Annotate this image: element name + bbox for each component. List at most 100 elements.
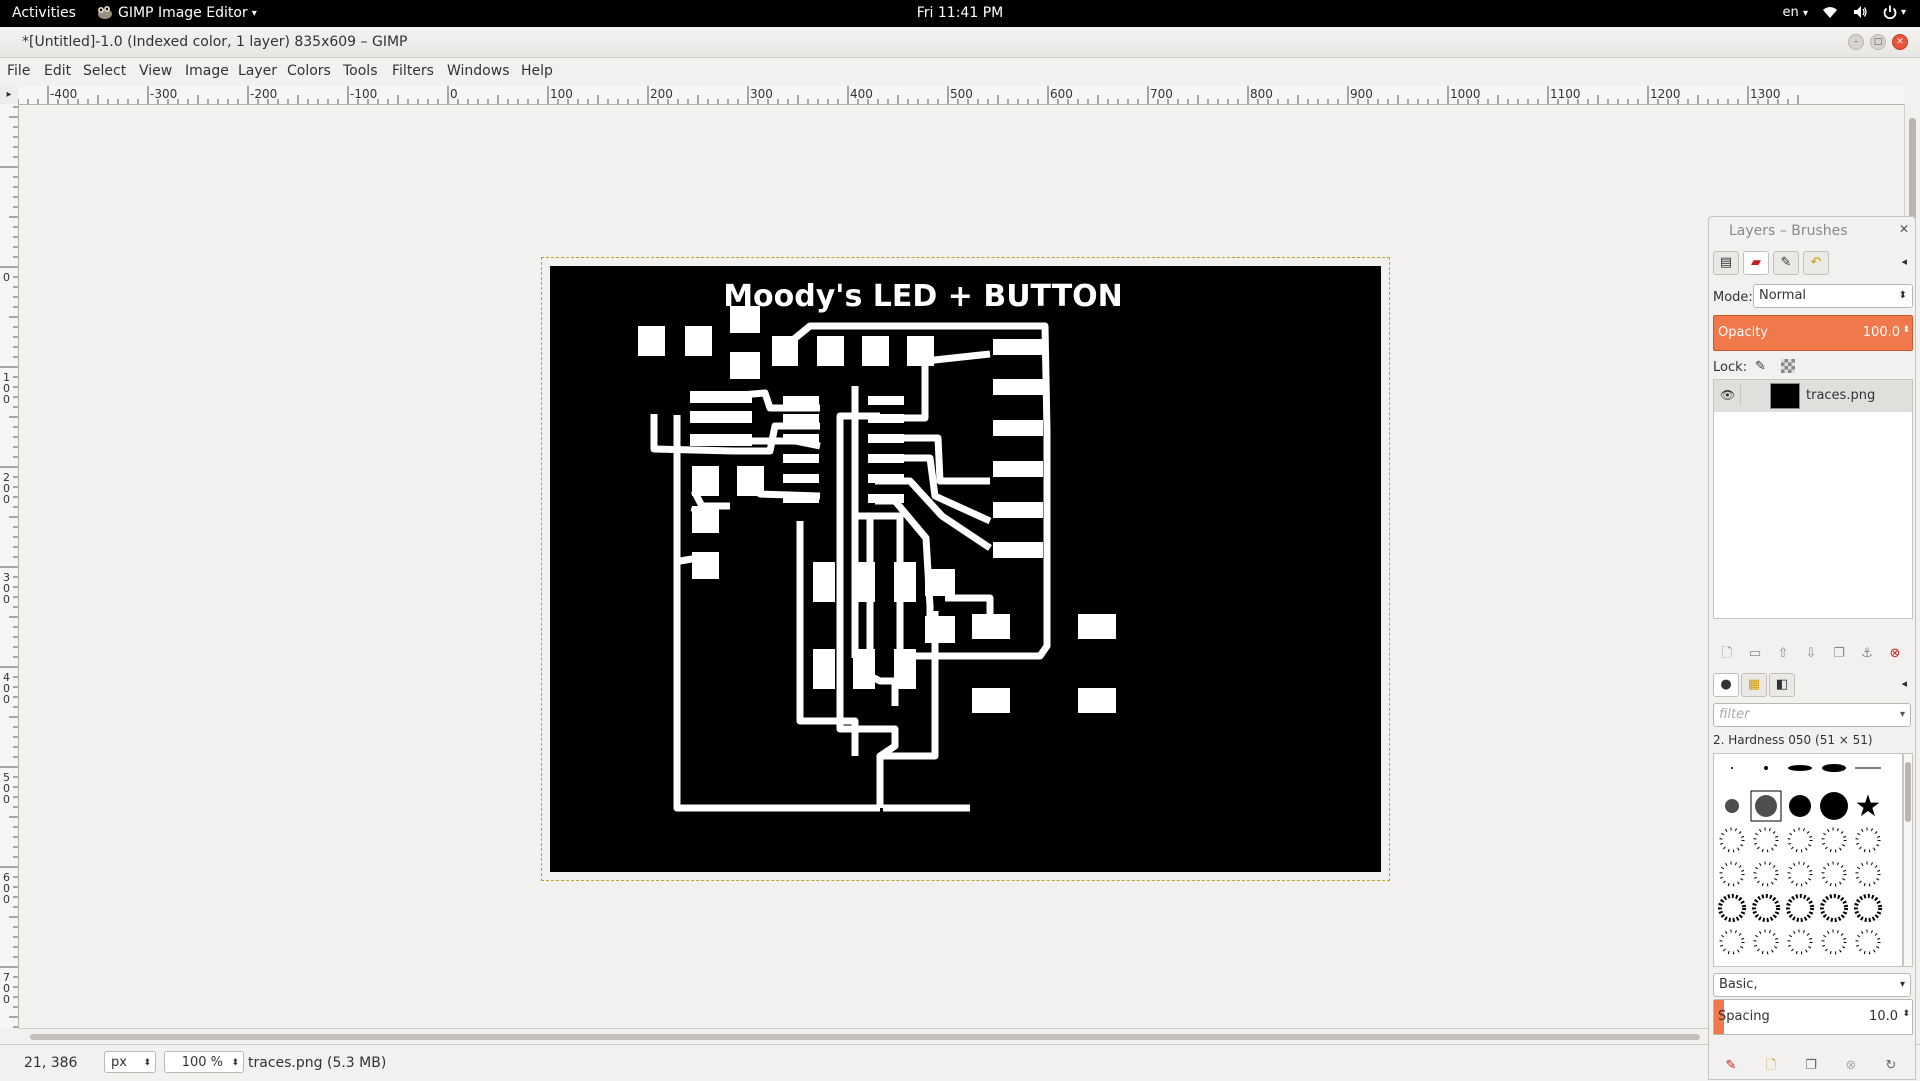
menu-select[interactable]: Select xyxy=(83,63,127,79)
edit-brush-icon[interactable]: ✎ xyxy=(1725,1058,1737,1073)
opacity-slider[interactable]: Opacity 100.0 ⬍ xyxy=(1713,315,1913,351)
tab-brushes[interactable]: ● xyxy=(1713,673,1739,697)
brush-thumbnail xyxy=(1855,929,1881,955)
gnome-top-bar: Activities GIMP Image Editor ▾ Fri 11:41… xyxy=(0,0,1920,27)
ruler-label: 1200 xyxy=(1650,87,1681,101)
horizontal-ruler[interactable]: -500-400-300-200-10001002003004005006007… xyxy=(18,86,1904,105)
menu-filters[interactable]: Filters xyxy=(392,63,434,79)
ruler-label: 400 xyxy=(850,87,873,101)
brush-thumbnail xyxy=(1753,861,1779,887)
mode-select[interactable]: Normal ⬍ xyxy=(1753,284,1913,308)
tab-channels[interactable]: ▰ xyxy=(1743,251,1769,275)
brush-filter-field[interactable]: filter ▾ xyxy=(1713,703,1911,727)
tab-undo-history[interactable]: ↶ xyxy=(1803,251,1829,275)
eye-icon[interactable]: 👁 xyxy=(1720,388,1736,402)
system-menu[interactable]: ▾ xyxy=(1882,4,1906,20)
language-indicator[interactable]: en ▾ xyxy=(1783,5,1808,20)
lock-pixels-icon[interactable]: ✎ xyxy=(1755,359,1766,374)
brush-thumbnail xyxy=(1764,766,1768,770)
spin-arrows-icon[interactable]: ⬍ xyxy=(1902,325,1910,335)
file-info: traces.png (5.3 MB) xyxy=(248,1055,387,1071)
ruler-label: 0 xyxy=(450,87,458,101)
layer-name[interactable]: traces.png xyxy=(1806,388,1876,403)
refresh-brushes-icon[interactable]: ↻ xyxy=(1885,1058,1897,1073)
tab-gradients[interactable]: ◧ xyxy=(1769,673,1795,697)
pcb-traces-image[interactable]: Moody's LED + BUTTON xyxy=(541,257,1390,881)
brush-grid[interactable]: ★ xyxy=(1713,753,1903,967)
brush-thumbnail xyxy=(1719,827,1745,853)
chevron-down-icon: ▾ xyxy=(1802,7,1808,19)
new-brush-icon[interactable]: 🗋 xyxy=(1765,1058,1777,1073)
ruler-label: 6 xyxy=(3,871,10,884)
scrollbar-thumb[interactable] xyxy=(30,1034,1700,1040)
window-title: *[Untitled]-1.0 (Indexed color, 1 layer)… xyxy=(22,34,408,50)
image-canvas[interactable]: Moody's LED + BUTTON xyxy=(19,105,1904,1028)
raise-layer-icon[interactable]: ⇧ xyxy=(1777,646,1789,661)
horizontal-scrollbar[interactable] xyxy=(18,1028,1708,1045)
activities-button[interactable]: Activities xyxy=(12,5,76,21)
layer-row[interactable]: 👁 traces.png xyxy=(1714,380,1912,412)
menu-help[interactable]: Help xyxy=(521,63,553,79)
chain-toggle[interactable] xyxy=(1740,384,1757,406)
app-menu-button[interactable]: GIMP Image Editor ▾ xyxy=(94,5,257,21)
close-button[interactable]: ✕ xyxy=(1892,34,1908,50)
tab-paths[interactable]: ✎ xyxy=(1773,251,1799,275)
menu-layer[interactable]: Layer xyxy=(238,63,278,79)
language-label: en xyxy=(1782,4,1799,20)
brush-thumbnail xyxy=(1820,894,1848,922)
menu-windows[interactable]: Windows xyxy=(447,63,510,79)
scrollbar-thumb[interactable] xyxy=(1909,118,1916,238)
ruler-label: 0 xyxy=(3,793,10,806)
tab-layers[interactable]: ▤ xyxy=(1713,251,1739,275)
tab-patterns[interactable]: ▦ xyxy=(1741,673,1767,697)
ruler-label: 200 xyxy=(650,87,673,101)
quick-mask-toggle[interactable]: ▸ xyxy=(0,86,19,105)
dock-title: Layers – Brushes xyxy=(1729,223,1848,239)
duplicate-layer-icon[interactable]: ❐ xyxy=(1833,646,1845,661)
ruler-label: 3 xyxy=(3,571,10,584)
new-group-icon[interactable]: ▭ xyxy=(1748,646,1762,661)
close-icon[interactable]: ✕ xyxy=(1898,222,1909,236)
menu-edit[interactable]: Edit xyxy=(44,63,72,79)
spin-arrows-icon[interactable]: ⬍ xyxy=(1902,1009,1910,1019)
image-title: Moody's LED + BUTTON xyxy=(723,279,1123,314)
spacing-slider[interactable]: Spacing 10.0 ⬍ xyxy=(1713,999,1913,1035)
delete-layer-icon[interactable]: ⊗ xyxy=(1889,646,1901,661)
brush-thumbnail xyxy=(1787,929,1813,955)
ruler-label: 0 xyxy=(3,271,10,284)
delete-brush-icon[interactable]: ⊗ xyxy=(1845,1058,1857,1073)
brush-thumbnail xyxy=(1855,827,1881,853)
menu-bar: File Edit Select View Image Layer Colors… xyxy=(0,58,1920,86)
mode-label: Mode: xyxy=(1713,290,1753,305)
minimize-button[interactable]: – xyxy=(1848,34,1864,50)
zoom-select[interactable]: 100 % ⬍ xyxy=(164,1051,244,1073)
brush-tag-select[interactable]: Basic, ▾ xyxy=(1713,973,1911,997)
lower-layer-icon[interactable]: ⇩ xyxy=(1805,646,1817,661)
menu-tools[interactable]: Tools xyxy=(343,63,378,79)
menu-file[interactable]: File xyxy=(7,63,31,79)
menu-view[interactable]: View xyxy=(139,63,173,79)
dock-menu-icon[interactable]: ◂ xyxy=(1901,255,1907,268)
brush-thumbnail xyxy=(1822,764,1846,772)
ruler-label: 7 xyxy=(3,971,10,984)
brush-grid-scrollbar[interactable] xyxy=(1903,753,1913,967)
dock-menu-icon[interactable]: ◂ xyxy=(1901,677,1907,690)
lock-alpha-icon[interactable] xyxy=(1781,359,1795,373)
menu-image[interactable]: Image xyxy=(185,63,229,79)
layer-list[interactable]: 👁 traces.png xyxy=(1713,379,1913,619)
brush-thumbnail xyxy=(1786,894,1814,922)
duplicate-brush-icon[interactable]: ❐ xyxy=(1805,1058,1817,1073)
new-layer-icon[interactable]: 🗋 xyxy=(1721,646,1733,661)
clock[interactable]: Fri 11:41 PM xyxy=(916,5,1004,21)
scrollbar-thumb[interactable] xyxy=(1905,762,1911,822)
wifi-icon[interactable] xyxy=(1822,4,1838,20)
menu-colors[interactable]: Colors xyxy=(287,63,331,79)
unit-select[interactable]: px ⬍ xyxy=(104,1051,156,1073)
anchor-layer-icon[interactable]: ⚓ xyxy=(1861,646,1873,661)
volume-icon[interactable] xyxy=(1852,4,1868,20)
brush-filter-placeholder: filter xyxy=(1719,707,1750,722)
ruler-label: -100 xyxy=(350,87,377,101)
pointer-coordinates: 21, 386 xyxy=(24,1055,78,1071)
maximize-button[interactable]: □ xyxy=(1870,34,1886,50)
